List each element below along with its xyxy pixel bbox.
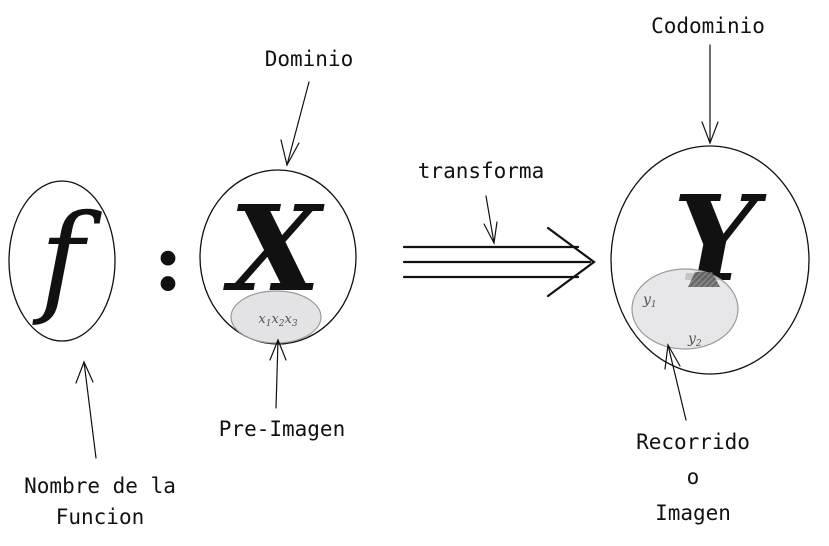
transforma-arrow: [485, 195, 495, 244]
recorrido-arrow: [667, 344, 687, 421]
recorrido-arrowhead: [664, 343, 681, 370]
preimage-x1: x: [258, 312, 266, 327]
nombre-label-line1: Nombre de la: [24, 474, 176, 498]
image-overlap-hatch: [688, 272, 720, 287]
preimage-x3: x: [285, 312, 293, 327]
recorrido-label-line3: Imagen: [655, 501, 731, 525]
nombre-label-line2: Funcion: [56, 505, 145, 529]
image-y1: y1: [642, 292, 657, 310]
transforma-arrowhead: [483, 221, 498, 245]
function-circle: [8, 180, 116, 342]
image-subset: [631, 268, 739, 350]
codominio-label: Codominio: [651, 14, 765, 38]
preimage-x3-sub: 3: [292, 319, 298, 329]
colon-symbol: :: [153, 215, 183, 309]
transforma-label: transforma: [418, 159, 544, 183]
image-y2: y2: [687, 331, 702, 349]
codomain-circle: [610, 145, 810, 375]
preimage-elements: x1x2x3: [258, 312, 298, 329]
preimagen-arrowhead: [269, 338, 287, 361]
dominio-arrowhead: [280, 139, 300, 167]
preimage-x2: x: [271, 312, 279, 327]
preimagen-arrow: [275, 339, 279, 409]
recorrido-label-line1: Recorrido: [636, 430, 750, 454]
preimagen-label: Pre-Imagen: [219, 417, 345, 441]
nombre-arrow: [83, 361, 97, 459]
preimage-x2-sub: 2: [278, 319, 285, 329]
function-symbol: f: [32, 190, 103, 329]
double-arrow: [402, 226, 596, 298]
preimage-subset: [230, 290, 322, 344]
dominio-arrow: [286, 81, 310, 166]
dominio-label: Dominio: [265, 47, 354, 71]
nombre-arrowhead: [75, 360, 94, 384]
recorrido-label-line2: o: [687, 465, 700, 489]
codominio-arrowhead: [701, 121, 719, 145]
preimage-x1-sub: 1: [266, 319, 272, 329]
